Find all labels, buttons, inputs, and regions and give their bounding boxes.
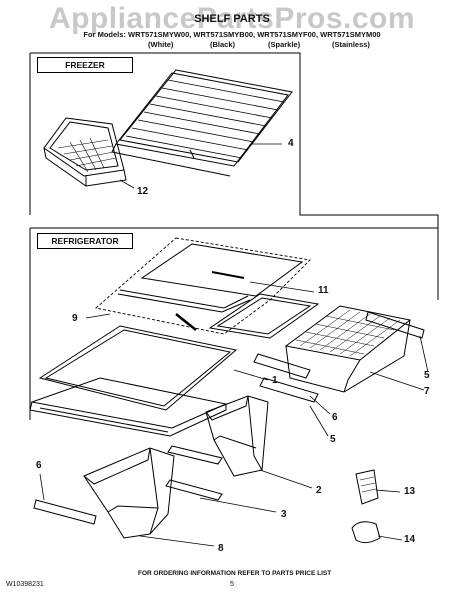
refrigerator-section-frame — [29, 227, 439, 420]
variant-black: (Black) — [210, 40, 236, 49]
drawer-left — [83, 447, 175, 539]
callout-8: 8 — [218, 543, 224, 554]
callout-3: 3 — [281, 509, 287, 520]
rail-lower — [33, 445, 223, 525]
callout-9: 9 — [72, 313, 78, 324]
callout-5-upper: 5 — [424, 370, 430, 381]
callout-5-lower: 5 — [330, 434, 336, 445]
freezer-bin — [43, 117, 127, 187]
callout-13: 13 — [404, 486, 416, 497]
page-title: SHELF PARTS — [194, 13, 270, 25]
callout-6-left: 6 — [36, 460, 42, 471]
freezer-label: FREEZER — [37, 57, 133, 73]
document-number: W10398231 — [6, 581, 44, 588]
small-part-13 — [355, 469, 379, 505]
callout-1: 1 — [272, 375, 278, 386]
variant-sparkle: (Sparkle) — [268, 40, 301, 49]
callout-7: 7 — [424, 386, 430, 397]
freezer-wire-shelf — [111, 69, 293, 177]
variant-stainless: (Stainless) — [332, 40, 370, 49]
small-glass-panel — [208, 293, 320, 339]
callout-6-right: 6 — [332, 412, 338, 423]
callout-11: 11 — [318, 285, 329, 296]
leader-lines — [39, 143, 429, 547]
rail-center — [253, 353, 319, 403]
page-number: 5 — [230, 581, 234, 588]
models-line: For Models: WRT571SMYW00, WRT571SMYB00, … — [83, 30, 381, 39]
shelf-frame-top — [117, 243, 304, 331]
large-glass-shelf — [29, 325, 238, 437]
glass-shelf-dashed-outline — [95, 237, 311, 335]
callout-4: 4 — [288, 138, 294, 149]
variant-white: (White) — [148, 40, 174, 49]
refrigerator-label: REFRIGERATOR — [37, 233, 133, 249]
callout-2: 2 — [316, 485, 322, 496]
rail-upper-right — [365, 311, 425, 339]
drawer-right — [205, 395, 269, 477]
callout-14: 14 — [404, 534, 416, 545]
ordering-info: FOR ORDERING INFORMATION REFER TO PARTS … — [138, 570, 332, 577]
watermark: AppliancePartsPros.com — [48, 2, 416, 35]
crisper-cover — [284, 305, 412, 393]
callout-12: 12 — [137, 186, 149, 197]
freezer-section-frame — [29, 52, 439, 228]
small-part-14 — [351, 521, 381, 544]
